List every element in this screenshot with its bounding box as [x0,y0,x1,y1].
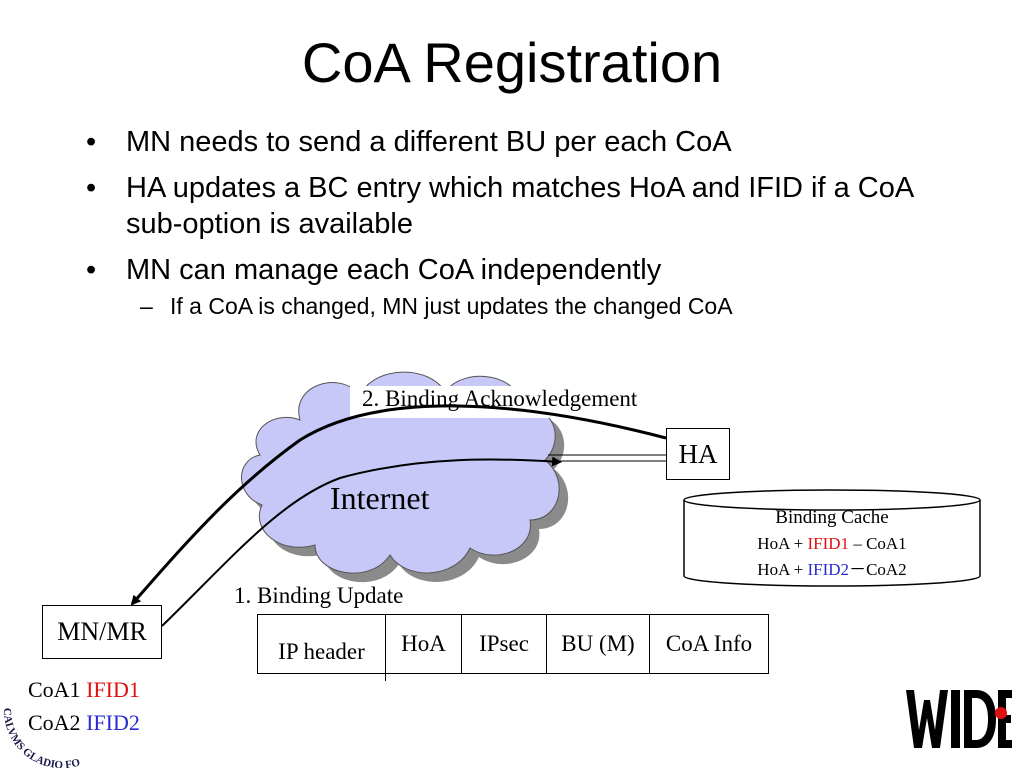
mn-ifid: IFID1 [86,677,140,702]
binding-cache-row: HoA + IFID2－CoA2 [684,557,980,583]
bullet-list: • MN needs to send a different BU per ea… [84,124,964,320]
packet-field: IP header [258,615,386,681]
ack-label-bg [350,386,702,418]
bullet-item: • HA updates a BC entry which matches Ho… [84,170,964,242]
binding-cache-title: Binding Cache [775,507,889,528]
mn-coa: CoA1 [28,677,87,702]
stamp-logo: CALVMS GLADIO FO [1,708,82,768]
bc-sep: – [849,534,867,553]
bullet-text: HA updates a BC entry which matches HoA … [126,172,913,240]
bc-coa: CoA2 [866,560,907,579]
bc-ifid: IFID2 [807,560,850,579]
sub-bullet-text: If a CoA is changed, MN just updates the… [170,293,733,319]
slide-title: CoA Registration [301,31,723,94]
packet-field: IPsec [462,615,547,673]
binding-cache-row: HoA + IFID1 – CoA1 [684,531,980,557]
binding-ack-arrow [130,404,667,606]
bullet-marker: • [86,126,97,158]
packet-field: CoA Info [665,631,753,656]
bullet-text: MN can manage each CoA independently [126,254,662,286]
bullet-item: • MN needs to send a different BU per ea… [84,124,964,160]
ha-node: HA [666,428,730,480]
bc-coa: CoA1 [866,534,907,553]
binding-update-packet: IP header HoA IPsec BU (M) CoA Info [257,614,769,681]
binding-ack-label: 2. Binding Acknowledgement [362,386,638,411]
svg-text:CALVMS GLADIO FO: CALVMS GLADIO FO [1,708,82,768]
wide-logo [906,690,1012,748]
mn-ifid: IFID2 [86,710,140,735]
bullet-marker: • [86,254,97,286]
bc-ifid: IFID1 [807,534,850,553]
bc-hoa: HoA + [757,560,808,579]
mn-coa: CoA2 [28,710,87,735]
bc-sep: － [849,560,867,579]
bullet-marker: • [86,172,97,204]
packet-field: HoA [386,615,462,673]
mn-node: MN/MR [42,605,162,659]
bc-hoa: HoA + [757,534,808,553]
binding-update-arrow [161,456,562,627]
binding-update-label: 1. Binding Update [234,583,404,608]
packet-field: BU (M) [547,615,650,673]
mn-address-line: CoA1 IFID1 [28,677,140,703]
mn-address-line: CoA2 IFID2 [28,710,140,736]
wide-logo-dot [995,707,1007,719]
sub-bullet-item: – If a CoA is changed, MN just updates t… [84,292,964,320]
internet-cloud [241,371,560,574]
bullet-item: • MN can manage each CoA independently [84,252,964,288]
bullet-text: MN needs to send a different BU per each… [126,126,732,158]
binding-cache-cylinder [683,489,981,587]
binding-cache-text: Binding Cache HoA + IFID1 – CoA1 HoA + I… [684,505,980,583]
sub-bullet-marker: – [140,293,153,319]
internet-label: Internet [330,480,430,516]
